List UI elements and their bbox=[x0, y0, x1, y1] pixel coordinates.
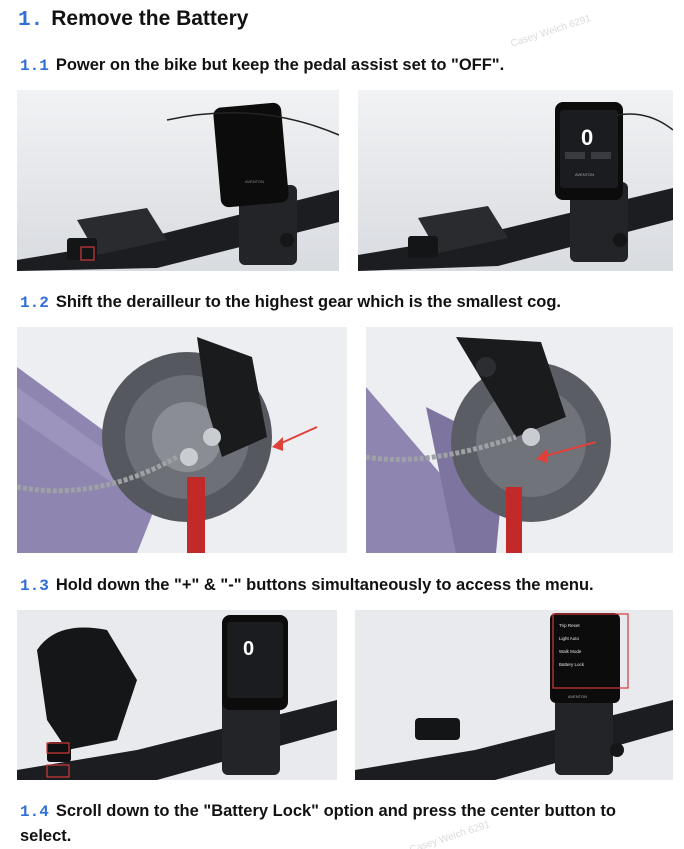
display-brand: AVENTON bbox=[568, 694, 587, 699]
display-brand: AVENTON bbox=[575, 172, 594, 177]
step-text: Scroll down to the "Battery Lock" option… bbox=[20, 802, 616, 845]
menu-item: Light Auto bbox=[559, 636, 580, 641]
step-number: 1.3 bbox=[20, 577, 49, 595]
photo-derailleur-after bbox=[366, 327, 673, 553]
section-number: 1. bbox=[18, 9, 44, 32]
photo-hold-buttons: 0 bbox=[17, 610, 337, 780]
watermark: Casey Welch 6291 bbox=[509, 13, 593, 50]
step-number: 1.2 bbox=[20, 294, 49, 312]
step-1-1: 1.1 Power on the bike but keep the pedal … bbox=[20, 53, 504, 78]
photo-display-off: AVENTON bbox=[17, 90, 339, 271]
section-heading: 1. Remove the Battery bbox=[18, 7, 248, 32]
step-text: Power on the bike but keep the pedal ass… bbox=[55, 56, 505, 74]
step-number: 1.4 bbox=[20, 803, 49, 821]
menu-item: Walk Mode bbox=[559, 649, 582, 654]
step-1-2: 1.2 Shift the derailleur to the highest g… bbox=[20, 290, 561, 315]
step-text: Shift the derailleur to the highest gear… bbox=[55, 293, 561, 311]
section-title: Remove the Battery bbox=[51, 7, 249, 30]
photo-display-on: 0 AVENTON bbox=[358, 90, 673, 271]
step-number: 1.1 bbox=[20, 57, 49, 75]
display-speed: 0 bbox=[243, 638, 254, 660]
step-1-3: 1.3 Hold down the "+" & "-" buttons simul… bbox=[20, 573, 594, 598]
menu-item: Battery Lock bbox=[559, 662, 585, 667]
menu-item: Trip Reset bbox=[559, 623, 580, 628]
photo-derailleur-before bbox=[17, 327, 347, 553]
highlight-box bbox=[552, 613, 629, 689]
highlight-box bbox=[80, 246, 95, 261]
display-speed: 0 bbox=[581, 125, 593, 150]
step-text: Hold down the "+" & "-" buttons simultan… bbox=[55, 576, 594, 594]
photo-menu: Trip Reset Light Auto Walk Mode Battery … bbox=[355, 610, 673, 780]
display-brand: AVENTON bbox=[245, 179, 264, 184]
